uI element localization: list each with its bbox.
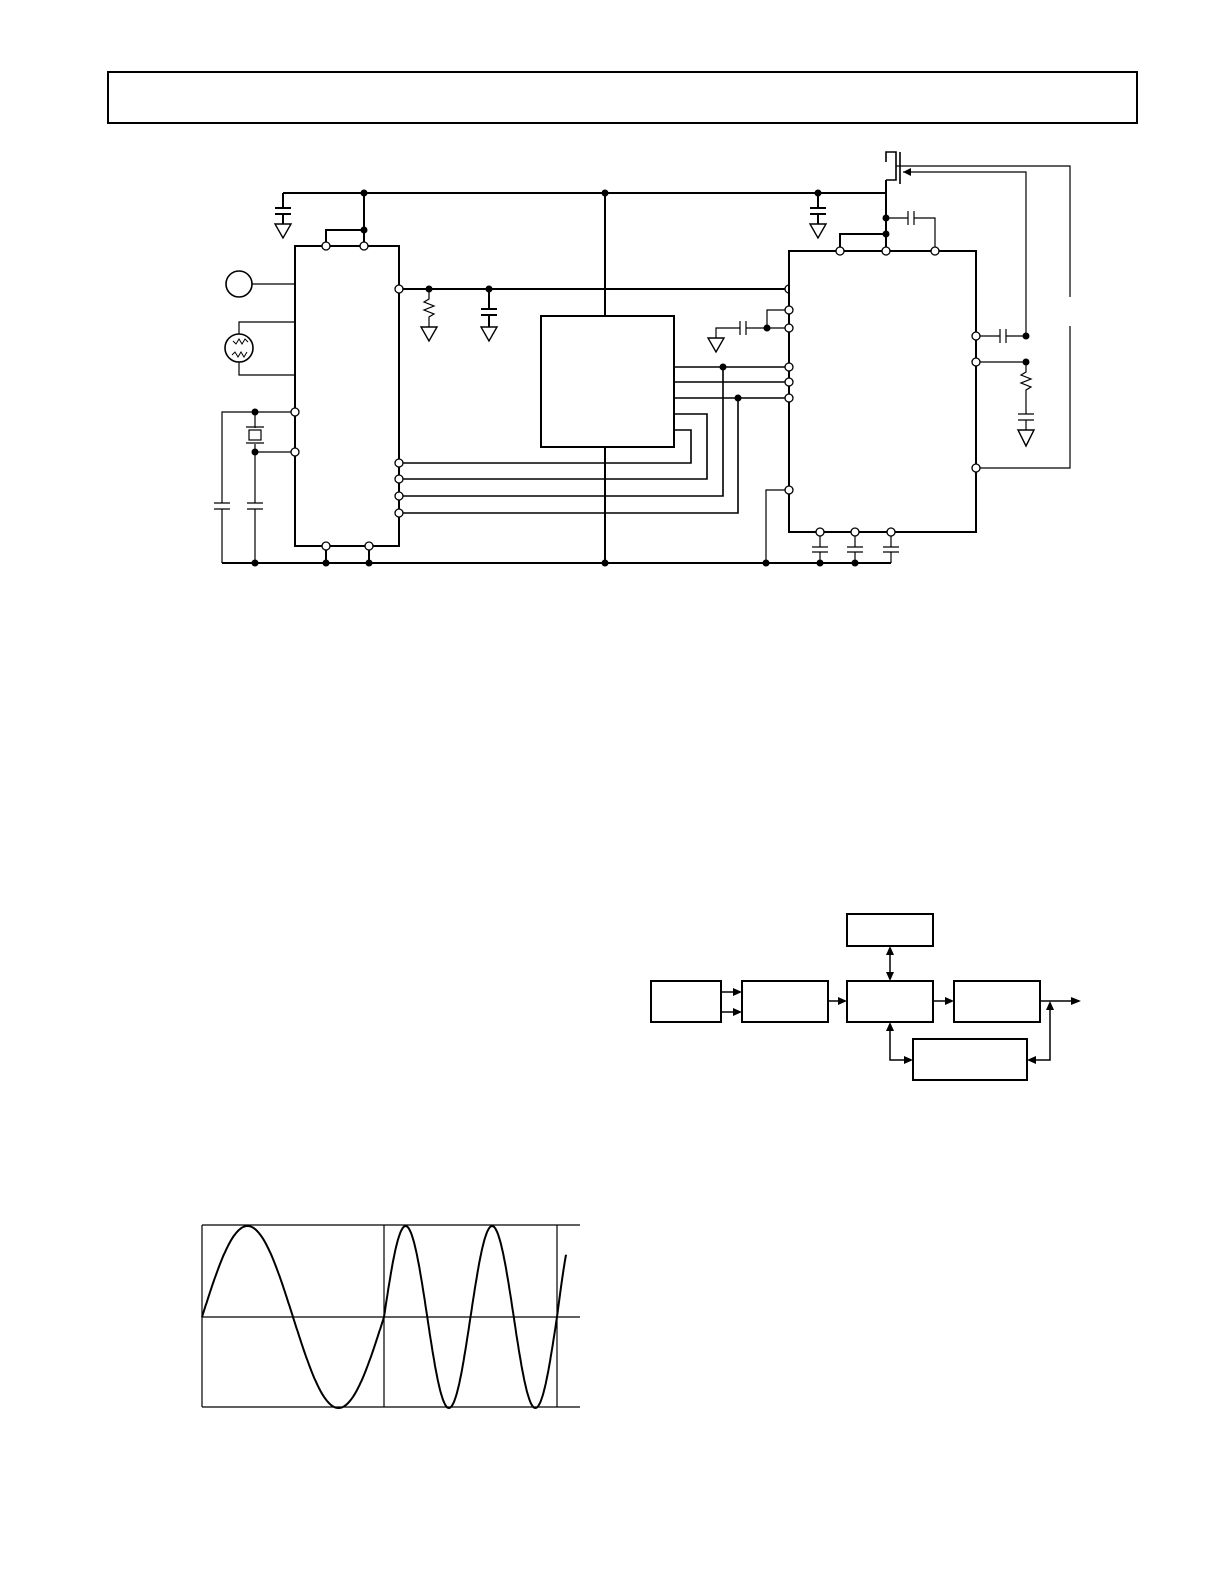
block-stage2 (741, 980, 829, 1023)
ground-symbol (479, 326, 499, 343)
left-ic-supply-link (325, 193, 365, 246)
right-ic-block (788, 250, 977, 533)
output-waveform-plot (201, 1224, 580, 1410)
ground-symbol (419, 326, 439, 343)
output-arrow-icon (1071, 997, 1081, 1005)
waveform-trace (201, 1224, 567, 1410)
functional-block-diagram (650, 913, 1081, 1081)
output-coupling-capacitor (980, 329, 1026, 343)
crystal-load-capacitors (214, 502, 263, 510)
reference-resistor (422, 289, 436, 327)
crystal-icon (248, 429, 262, 441)
right-bypass-capacitor (810, 193, 826, 224)
output-rc-network (980, 361, 1034, 430)
block-feedback (912, 1038, 1028, 1081)
pass-transistor-icon (885, 151, 901, 184)
application-circuit-schematic (214, 151, 1071, 567)
supply-bypass-capacitor (275, 193, 291, 224)
left-ic-block (294, 245, 400, 547)
block-center (846, 980, 934, 1023)
ground-symbol (706, 337, 726, 354)
ground-symbol (273, 223, 293, 240)
ground-symbol (1016, 429, 1036, 448)
block-input (650, 980, 722, 1023)
microcontroller-block (540, 315, 675, 448)
block-top (846, 913, 934, 947)
sensor-circle-icon (225, 270, 253, 298)
top-bypass-capacitor (886, 211, 936, 247)
right-ic-capacitor (715, 321, 767, 338)
ground-symbol (808, 223, 828, 240)
header-banner (107, 71, 1138, 124)
block-output (953, 980, 1041, 1023)
reference-capacitor (481, 289, 497, 327)
